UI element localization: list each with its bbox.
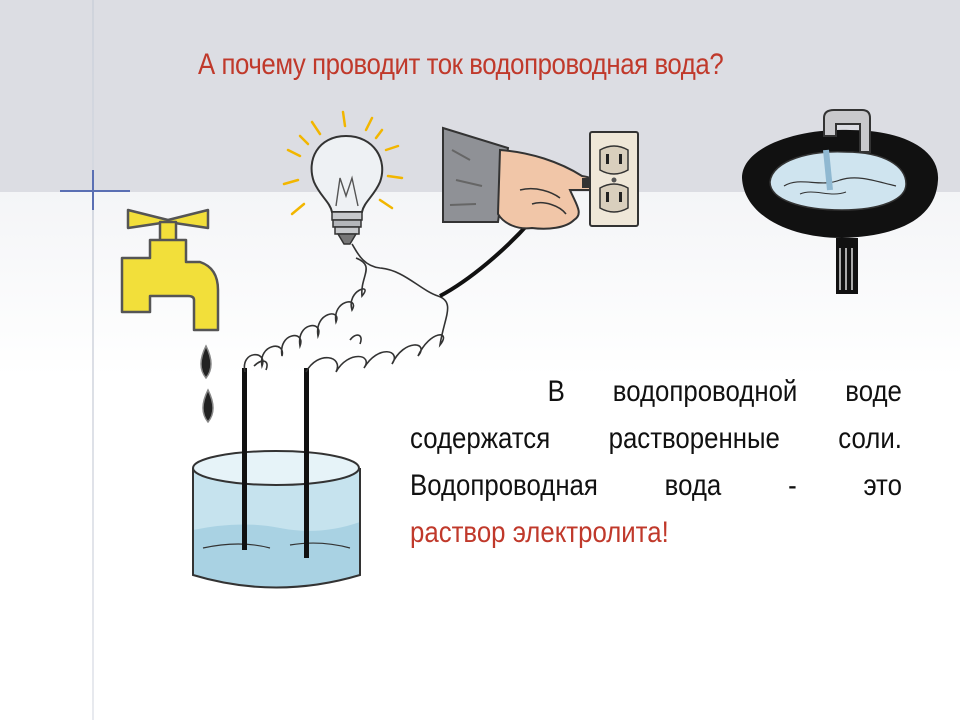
text-line-1: В водопроводной воде — [547, 375, 902, 408]
vertical-rule — [92, 0, 94, 720]
sink-icon — [742, 109, 939, 294]
accent-line-horizontal — [60, 190, 130, 192]
electrode-left — [242, 368, 247, 550]
text-line-3: Водопроводная вода - это — [410, 469, 902, 502]
slide-title: А почему проводит ток водопроводная вода… — [198, 48, 724, 81]
water-beaker-icon — [192, 450, 361, 589]
water-drops — [200, 344, 214, 424]
wall-outlet-icon — [589, 131, 639, 227]
light-bulb-icon — [282, 110, 404, 245]
hand-plug-icon — [442, 126, 600, 230]
accent-line-vertical — [92, 170, 94, 210]
text-highlight: раствор электролита! — [410, 516, 669, 549]
faucet-icon — [120, 208, 220, 332]
explanation-text: В водопроводной воде содержатся растворе… — [410, 368, 902, 556]
plug-cord — [439, 220, 532, 298]
electrode-right — [304, 368, 309, 558]
text-line-2: содержатся растворенные соли. — [410, 422, 902, 455]
coiled-wires — [243, 243, 449, 373]
